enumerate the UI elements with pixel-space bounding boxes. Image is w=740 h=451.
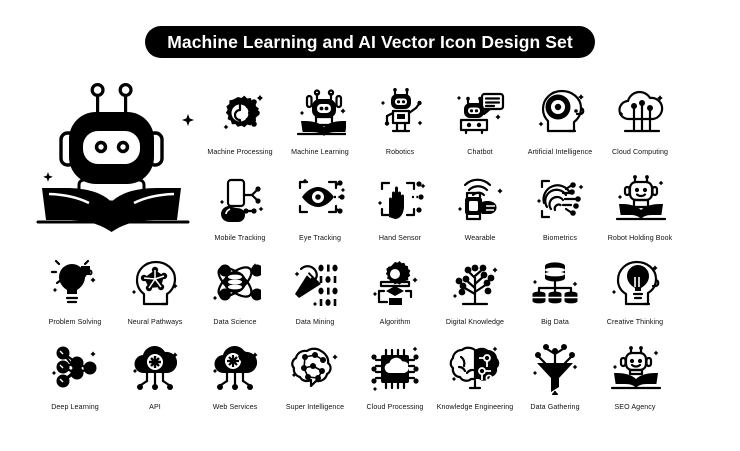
icon-label: Neural Pathways bbox=[127, 318, 183, 326]
icon-cell-problem-solving[interactable]: Problem Solving bbox=[29, 253, 121, 327]
icon-label: Digital Knowledge bbox=[445, 318, 505, 326]
icon-cell-deep-learning[interactable]: Deep Learning bbox=[29, 338, 121, 412]
icon-cell-data-science[interactable]: Data Science bbox=[189, 253, 281, 327]
icon-label: API bbox=[149, 403, 161, 411]
chip-cloud-icon bbox=[349, 338, 441, 400]
icon-label: Wearable bbox=[464, 234, 496, 242]
icon-cell-cloud-processing[interactable]: Cloud Processing bbox=[349, 338, 441, 412]
icon-label: Biometrics bbox=[543, 234, 577, 242]
icon-cell-knowledge-engineering[interactable]: Knowledge Engineering bbox=[429, 338, 521, 412]
icon-label: Robot Holding Book bbox=[607, 234, 673, 242]
circuit-tree-icon bbox=[429, 253, 521, 315]
icon-cell-big-data[interactable]: Big Data bbox=[509, 253, 601, 327]
icon-cell-algorithm[interactable]: Algorithm bbox=[349, 253, 441, 327]
page-title-banner: Machine Learning and AI Vector Icon Desi… bbox=[145, 26, 595, 58]
icon-cell-machine-learning[interactable]: Machine Learning bbox=[274, 82, 366, 157]
icon-cell-mobile-tracking[interactable]: Mobile Tracking bbox=[194, 168, 286, 243]
icon-cell-hand-sensor[interactable]: Hand Sensor bbox=[354, 168, 446, 243]
icon-cell-creative-thinking[interactable]: Creative Thinking bbox=[589, 253, 681, 327]
neural-network-icon bbox=[29, 338, 121, 400]
icon-label: Machine Learning bbox=[291, 148, 349, 156]
icon-cell-data-mining[interactable]: Data Mining bbox=[269, 253, 361, 327]
funnel-nodes-icon bbox=[509, 338, 601, 400]
icon-cell-super-intelligence[interactable]: Super Intelligence bbox=[269, 338, 361, 412]
icon-cell-robotics[interactable]: Robotics bbox=[354, 82, 446, 157]
icon-label: Web Services bbox=[212, 403, 258, 411]
icon-label: Algorithm bbox=[379, 318, 411, 326]
robot-body-icon bbox=[354, 82, 446, 144]
icon-cell-digital-knowledge[interactable]: Digital Knowledge bbox=[429, 253, 521, 327]
head-network-icon bbox=[109, 253, 201, 315]
icon-cell-seo-agency[interactable]: SEO Agency bbox=[589, 338, 681, 412]
eye-scan-icon bbox=[274, 168, 366, 230]
hand-scan-icon bbox=[354, 168, 446, 230]
icon-label: Super Intelligence bbox=[285, 403, 345, 411]
icon-label: Mobile Tracking bbox=[214, 234, 266, 242]
icon-label: Creative Thinking bbox=[606, 318, 664, 326]
robot-smiling-book-icon bbox=[594, 168, 686, 230]
flowchart-gear-icon bbox=[349, 253, 441, 315]
icon-cell-artificial-intelligence[interactable]: Artificial Intelligence bbox=[514, 82, 606, 157]
head-target-icon bbox=[514, 82, 606, 144]
icon-label: Data Mining bbox=[295, 318, 335, 326]
icon-label: Eye Tracking bbox=[299, 234, 341, 242]
icon-label: Cloud Computing bbox=[611, 148, 668, 156]
icon-label: Deep Learning bbox=[51, 403, 99, 411]
smartwatch-signal-icon bbox=[434, 168, 526, 230]
icon-label: Data Gathering bbox=[530, 403, 580, 411]
icon-cell-cloud-computing[interactable]: Cloud Computing bbox=[594, 82, 686, 157]
robot-book-icon bbox=[589, 338, 681, 400]
fingerprint-nodes-icon bbox=[514, 168, 606, 230]
icon-cell-biometrics[interactable]: Biometrics bbox=[514, 168, 606, 243]
icon-cell-api[interactable]: API bbox=[109, 338, 201, 412]
icon-label: Big Data bbox=[541, 318, 569, 326]
icon-label: Cloud Processing bbox=[366, 403, 424, 411]
robot-speech-bubble-icon bbox=[434, 82, 526, 144]
gear-circuit-icon bbox=[194, 82, 286, 144]
icon-label: Data Science bbox=[213, 318, 257, 326]
icon-label: Machine Processing bbox=[207, 148, 273, 156]
icon-cell-neural-pathways[interactable]: Neural Pathways bbox=[109, 253, 201, 327]
icon-cell-eye-tracking[interactable]: Eye Tracking bbox=[274, 168, 366, 243]
icon-cell-data-gathering[interactable]: Data Gathering bbox=[509, 338, 601, 412]
pickaxe-binary-icon bbox=[269, 253, 361, 315]
icon-label: Robotics bbox=[385, 148, 415, 156]
icon-cell-wearable[interactable]: Wearable bbox=[434, 168, 526, 243]
cloud-nodes-icon bbox=[594, 82, 686, 144]
brain-circuit-split-icon bbox=[429, 338, 521, 400]
icon-label: Artificial Intelligence bbox=[527, 148, 593, 156]
icon-cell-web-services[interactable]: Web Services bbox=[189, 338, 281, 412]
hand-phone-circuit-icon bbox=[194, 168, 286, 230]
atom-database-icon bbox=[189, 253, 281, 315]
icon-label: Chatbot bbox=[467, 148, 493, 156]
head-bulb-icon bbox=[589, 253, 681, 315]
database-hierarchy-icon bbox=[509, 253, 601, 315]
icon-cell-robot-holding-book[interactable]: Robot Holding Book bbox=[594, 168, 686, 243]
bulb-puzzle-icon bbox=[29, 253, 121, 315]
icon-label: Hand Sensor bbox=[378, 234, 422, 242]
icon-label: Knowledge Engineering bbox=[436, 403, 514, 411]
page-title: Machine Learning and AI Vector Icon Desi… bbox=[167, 31, 573, 52]
icon-label: SEO Agency bbox=[614, 403, 656, 411]
cloud-gear-icon bbox=[109, 338, 201, 400]
sparkle-decorations bbox=[43, 114, 194, 182]
cloud-gear-wrench-icon bbox=[189, 338, 281, 400]
icon-label: Problem Solving bbox=[48, 318, 102, 326]
robot-head-book-hero bbox=[36, 83, 190, 232]
brain-nodes-icon bbox=[269, 338, 361, 400]
hero-illustration bbox=[28, 76, 210, 236]
icon-cell-chatbot[interactable]: Chatbot bbox=[434, 82, 526, 157]
icon-cell-machine-processing[interactable]: Machine Processing bbox=[194, 82, 286, 157]
robot-head-book-icon bbox=[274, 82, 366, 144]
